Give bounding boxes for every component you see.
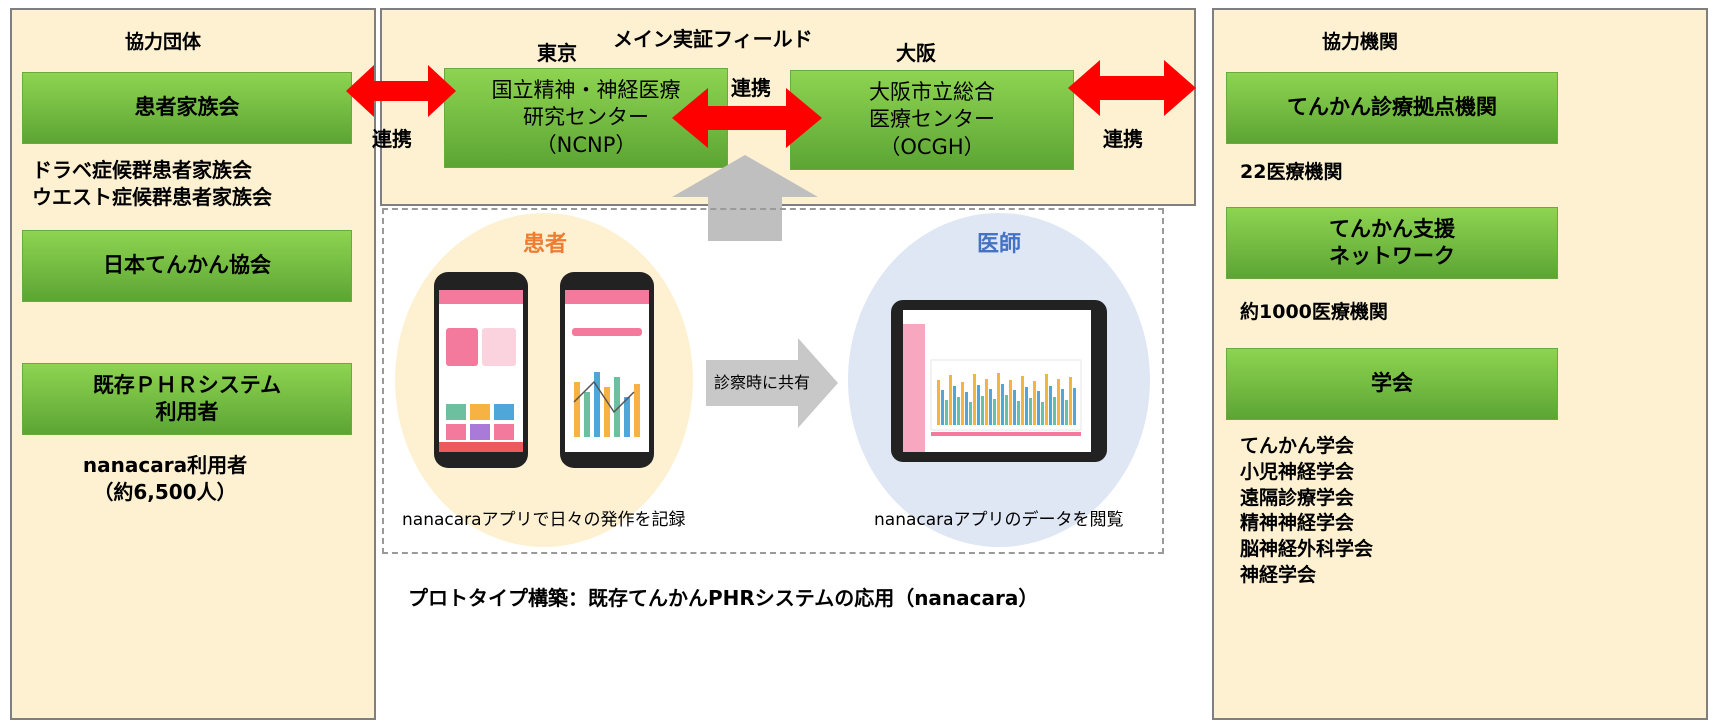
double-arrow-right <box>1068 60 1196 116</box>
prototype-area <box>382 208 1164 554</box>
link-label-middle: 連携 <box>731 76 771 100</box>
patient-app-phone-icon <box>434 272 528 468</box>
tokyo-label: 東京 <box>537 41 577 65</box>
main-field-title: メイン実証フィールド <box>613 27 813 51</box>
patient-chart-phone-icon <box>560 272 654 468</box>
patient-family-list: ドラベ症候群患者家族会 ウエスト症候群患者家族会 <box>32 158 272 209</box>
academic-society-list: てんかん学会 小児神経学会 遠隔診療学会 精神神経学会 脳神経外科学会 神経学会 <box>1240 435 1374 587</box>
link-label-left: 連携 <box>372 127 412 151</box>
double-arrow-middle <box>672 88 822 148</box>
prototype-footer: プロトタイプ構築：既存てんかんPHRシステムの応用（nanacara） <box>408 586 1039 610</box>
share-label: 診察時に共有 <box>714 373 811 392</box>
right-heading: 協力機関 <box>1322 31 1399 53</box>
patient-family-box: 患者家族会 <box>22 72 352 144</box>
nanacara-users-note: nanacara利用者 （約6,500人） <box>82 453 248 504</box>
osaka-label: 大阪 <box>896 41 936 65</box>
epilepsy-center-box: てんかん診療拠点機関 <box>1226 72 1558 144</box>
up-arrow <box>672 155 818 241</box>
doctor-label: 医師 <box>977 232 1022 257</box>
epilepsy-association-box: 日本てんかん協会 <box>22 230 352 302</box>
doctor-caption: nanacaraアプリのデータを閲覧 <box>874 510 1124 530</box>
patient-caption: nanacaraアプリで日々の発作を記録 <box>402 510 686 530</box>
ocgh-box: 大阪市立総合 医療センター （OCGH） <box>790 70 1074 170</box>
left-heading: 協力団体 <box>125 31 202 53</box>
doctor-tablet-icon <box>891 300 1107 462</box>
epilepsy-center-count: 22医療機関 <box>1240 161 1343 183</box>
support-network-box: てんかん支援 ネットワーク <box>1226 207 1558 279</box>
academic-society-box: 学会 <box>1226 348 1558 420</box>
double-arrow-left <box>346 65 456 117</box>
support-network-count: 約1000医療機関 <box>1240 301 1388 323</box>
phr-users-box: 既存ＰＨＲシステム 利用者 <box>22 363 352 435</box>
patient-label: 患者 <box>523 232 568 257</box>
share-arrow <box>706 338 838 428</box>
link-label-right: 連携 <box>1103 127 1143 151</box>
